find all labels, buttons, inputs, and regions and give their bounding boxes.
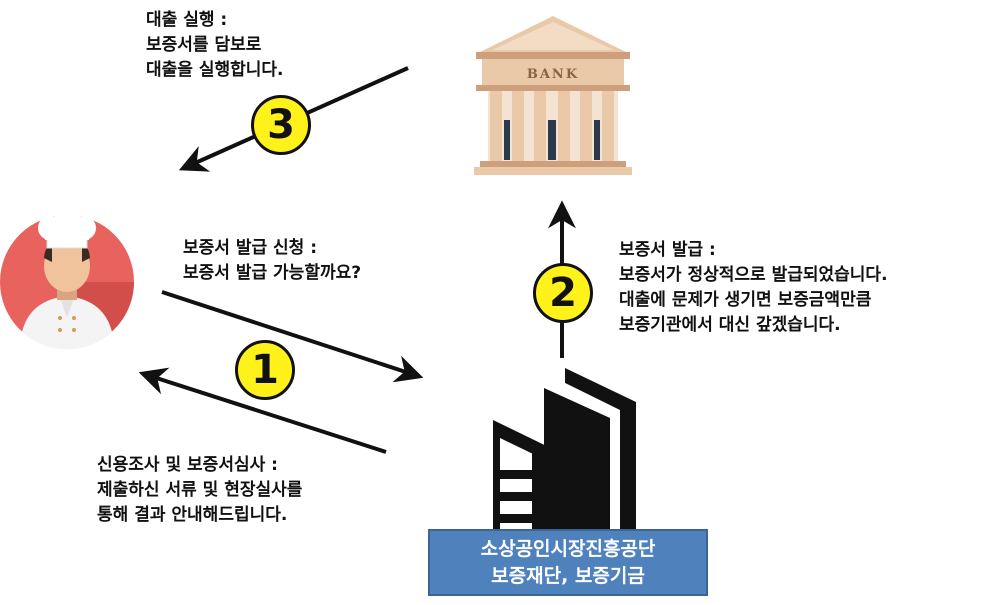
arrow-apply-to-guarantor xyxy=(161,290,424,383)
note-loan-line: 보증서를 담보로 xyxy=(146,35,262,55)
step-badge-3: 3 xyxy=(251,95,311,155)
note-guarantee-application: 보증서 발급 신청 : 보증서 발급 가능할까요? xyxy=(183,236,361,286)
note-loan-execution: 대출 실행 : 보증서를 담보로 대출을 실행합니다. xyxy=(146,8,284,83)
note-issue-line: 대출에 문제가 생기면 보증금액만큼 xyxy=(619,290,872,310)
organization-name-line2: 보증재단, 보증기금 xyxy=(491,564,645,587)
note-apply-line: 보증서 발급 가능할까요? xyxy=(183,263,362,283)
note-apply-line: 보증서 발급 신청 : xyxy=(183,238,318,258)
chef-avatar-icon xyxy=(0,208,134,350)
bank-building-icon: BANK xyxy=(474,16,632,175)
arrow-review-to-owner xyxy=(138,367,387,454)
bank-sign: BANK xyxy=(527,67,579,82)
step-badge-2: 2 xyxy=(533,263,593,323)
note-loan-line: 대출을 실행합니다. xyxy=(146,60,284,80)
note-issue-line: 보증기관에서 대신 갚겠습니다. xyxy=(619,315,841,335)
note-credit-review: 신용조사 및 보증서심사 : 제출하신 서류 및 현장실사를 통해 결과 안내해… xyxy=(97,453,302,528)
note-review-line: 신용조사 및 보증서심사 : xyxy=(97,455,278,475)
organization-name-line1: 소상공인시장진흥공단 xyxy=(480,537,656,560)
note-review-line: 제출하신 서류 및 현장실사를 xyxy=(97,480,303,500)
note-issue-line: 보증서 발급 : xyxy=(619,240,716,260)
step-badge-1: 1 xyxy=(235,340,295,400)
note-guarantee-issuance: 보증서 발급 : 보증서가 정상적으로 발급되었습니다. 대출에 문제가 생기면… xyxy=(619,238,888,338)
office-building-icon xyxy=(493,368,636,532)
note-issue-line: 보증서가 정상적으로 발급되었습니다. xyxy=(619,265,888,285)
guarantee-organization-box: 소상공인시장진흥공단 보증재단, 보증기금 xyxy=(428,529,708,596)
note-loan-line: 대출 실행 : xyxy=(146,10,228,30)
note-review-line: 통해 결과 안내해드립니다. xyxy=(97,505,288,525)
